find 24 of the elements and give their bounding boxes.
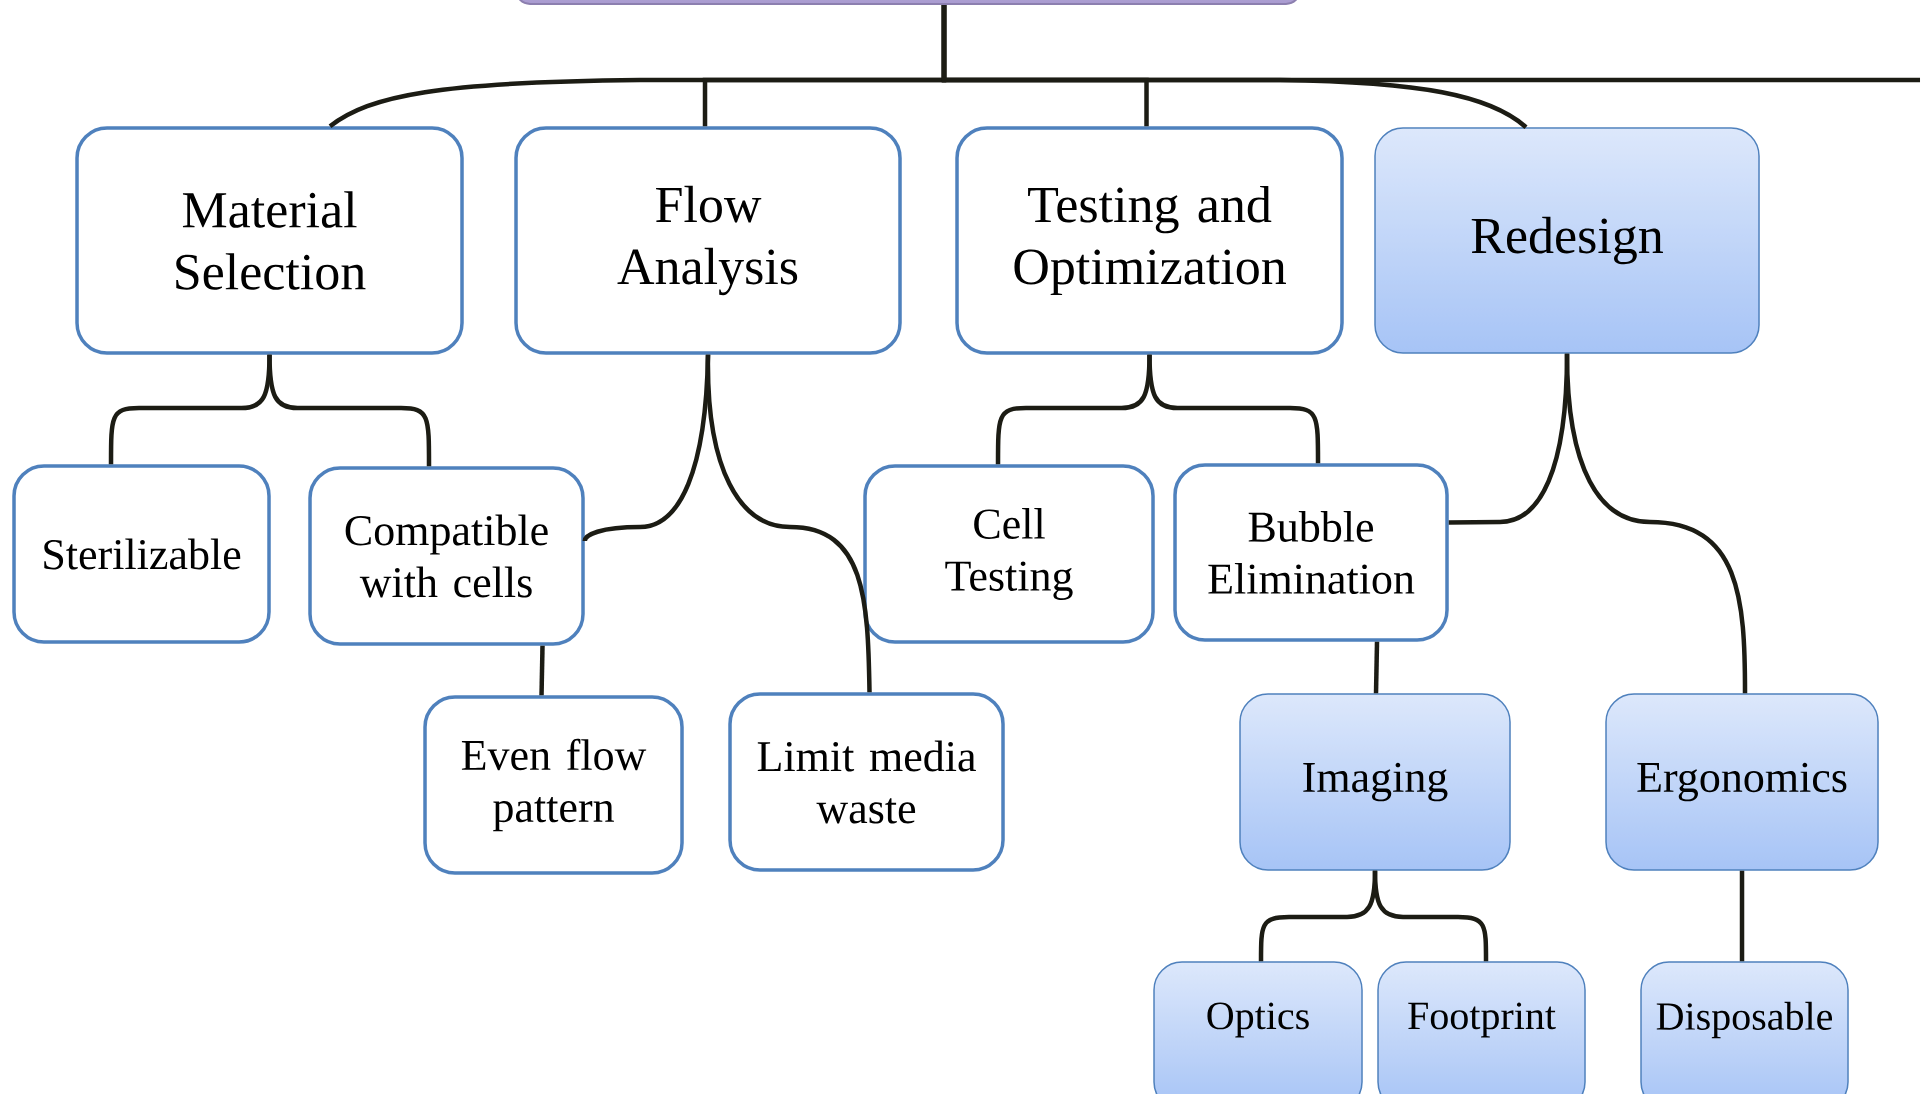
connector-line [1739,870,1745,962]
rounded-box: Imaging [1239,693,1511,871]
rounded-box: Limit media waste [728,692,1005,872]
connector-line [1147,354,1321,464]
connector-line [267,354,432,467]
connector-line [1564,353,1748,694]
rounded-box: Ergonomics [1605,693,1879,871]
rounded-box: Optics [1153,961,1363,1094]
connector-line [539,645,545,696]
rounded-box: Footprint [1377,961,1586,1094]
rounded-box: Compatible with cells [308,466,585,646]
connector-line [705,354,872,693]
rounded-box: Even flow pattern [423,695,684,875]
rounded-box: Cell Testing [863,464,1155,644]
rounded-box: Redesign [1374,127,1760,354]
connector-line [1373,641,1380,694]
connector-line [1372,870,1489,962]
rounded-box: Bubble Elimination [1173,463,1449,642]
rounded-box: Material Selection [75,126,464,355]
rounded-box: Testing and Optimization [955,126,1344,355]
rounded-box: Sterilizable [12,464,271,644]
rounded-box: Flow Analysis [514,126,902,355]
connector-line [941,5,1920,83]
rounded-box: Disposable [1640,961,1849,1094]
